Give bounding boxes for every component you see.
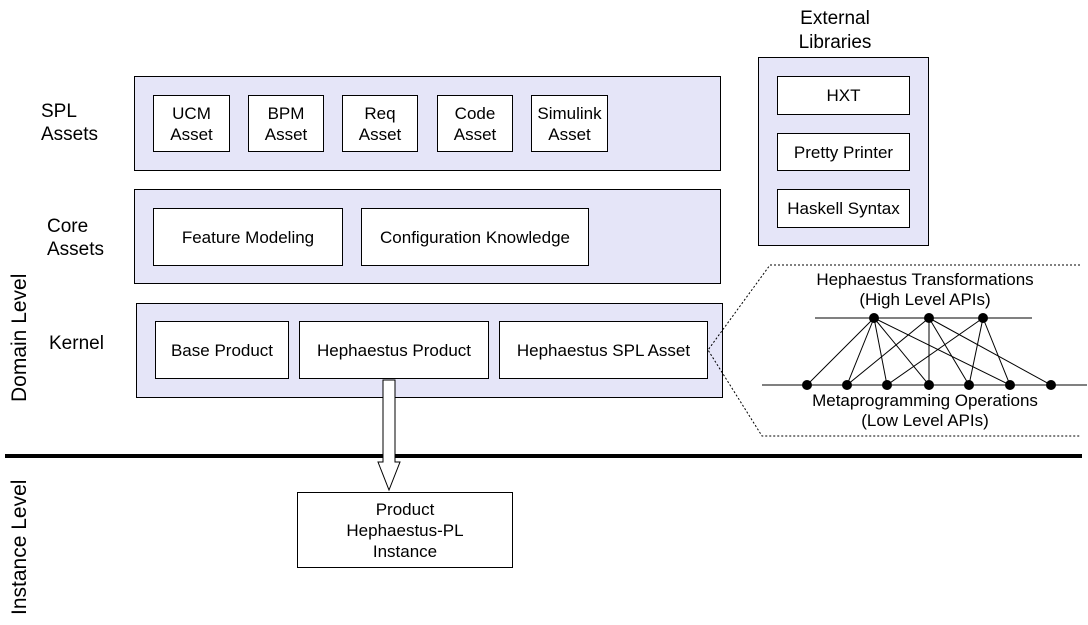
spl-assets-label: SPL Assets (41, 101, 99, 145)
high-level-dots (869, 313, 988, 323)
low-level-apis-label: Metaprogramming Operations (Low Level AP… (812, 391, 1038, 430)
hephaestus-product-box: Hephaestus Product (299, 321, 489, 379)
haskell-syntax-box: Haskell Syntax (777, 189, 910, 228)
code-asset-box: Code Asset (437, 95, 513, 152)
product-instance-box: Product Hephaestus-PL Instance (297, 492, 513, 568)
bpm-asset-box: BPM Asset (248, 95, 324, 152)
kernel-label: Kernel (49, 333, 104, 354)
base-product-box: Base Product (155, 321, 289, 379)
feature-modeling-box: Feature Modeling (153, 208, 343, 266)
derive-arrow (377, 379, 401, 492)
external-libraries-title: External Libraries (798, 8, 872, 53)
hxt-box: HXT (777, 76, 910, 115)
pretty-printer-box: Pretty Printer (777, 133, 910, 171)
high-level-apis-label: Hephaestus Transformations (High Level A… (816, 270, 1034, 309)
mapping-lines (806, 317, 1052, 386)
zoom-outline (707, 264, 1080, 437)
core-assets-label: Core Assets (47, 216, 105, 260)
spl-assets-panel (134, 76, 721, 171)
hephaestus-spl-asset-box: Hephaestus SPL Asset (499, 321, 708, 379)
ucm-asset-box: UCM Asset (153, 95, 230, 152)
simulink-asset-box: Simulink Asset (531, 95, 608, 152)
configuration-knowledge-box: Configuration Knowledge (361, 208, 589, 266)
low-level-dots (802, 380, 1056, 390)
req-asset-box: Req Asset (342, 95, 418, 152)
